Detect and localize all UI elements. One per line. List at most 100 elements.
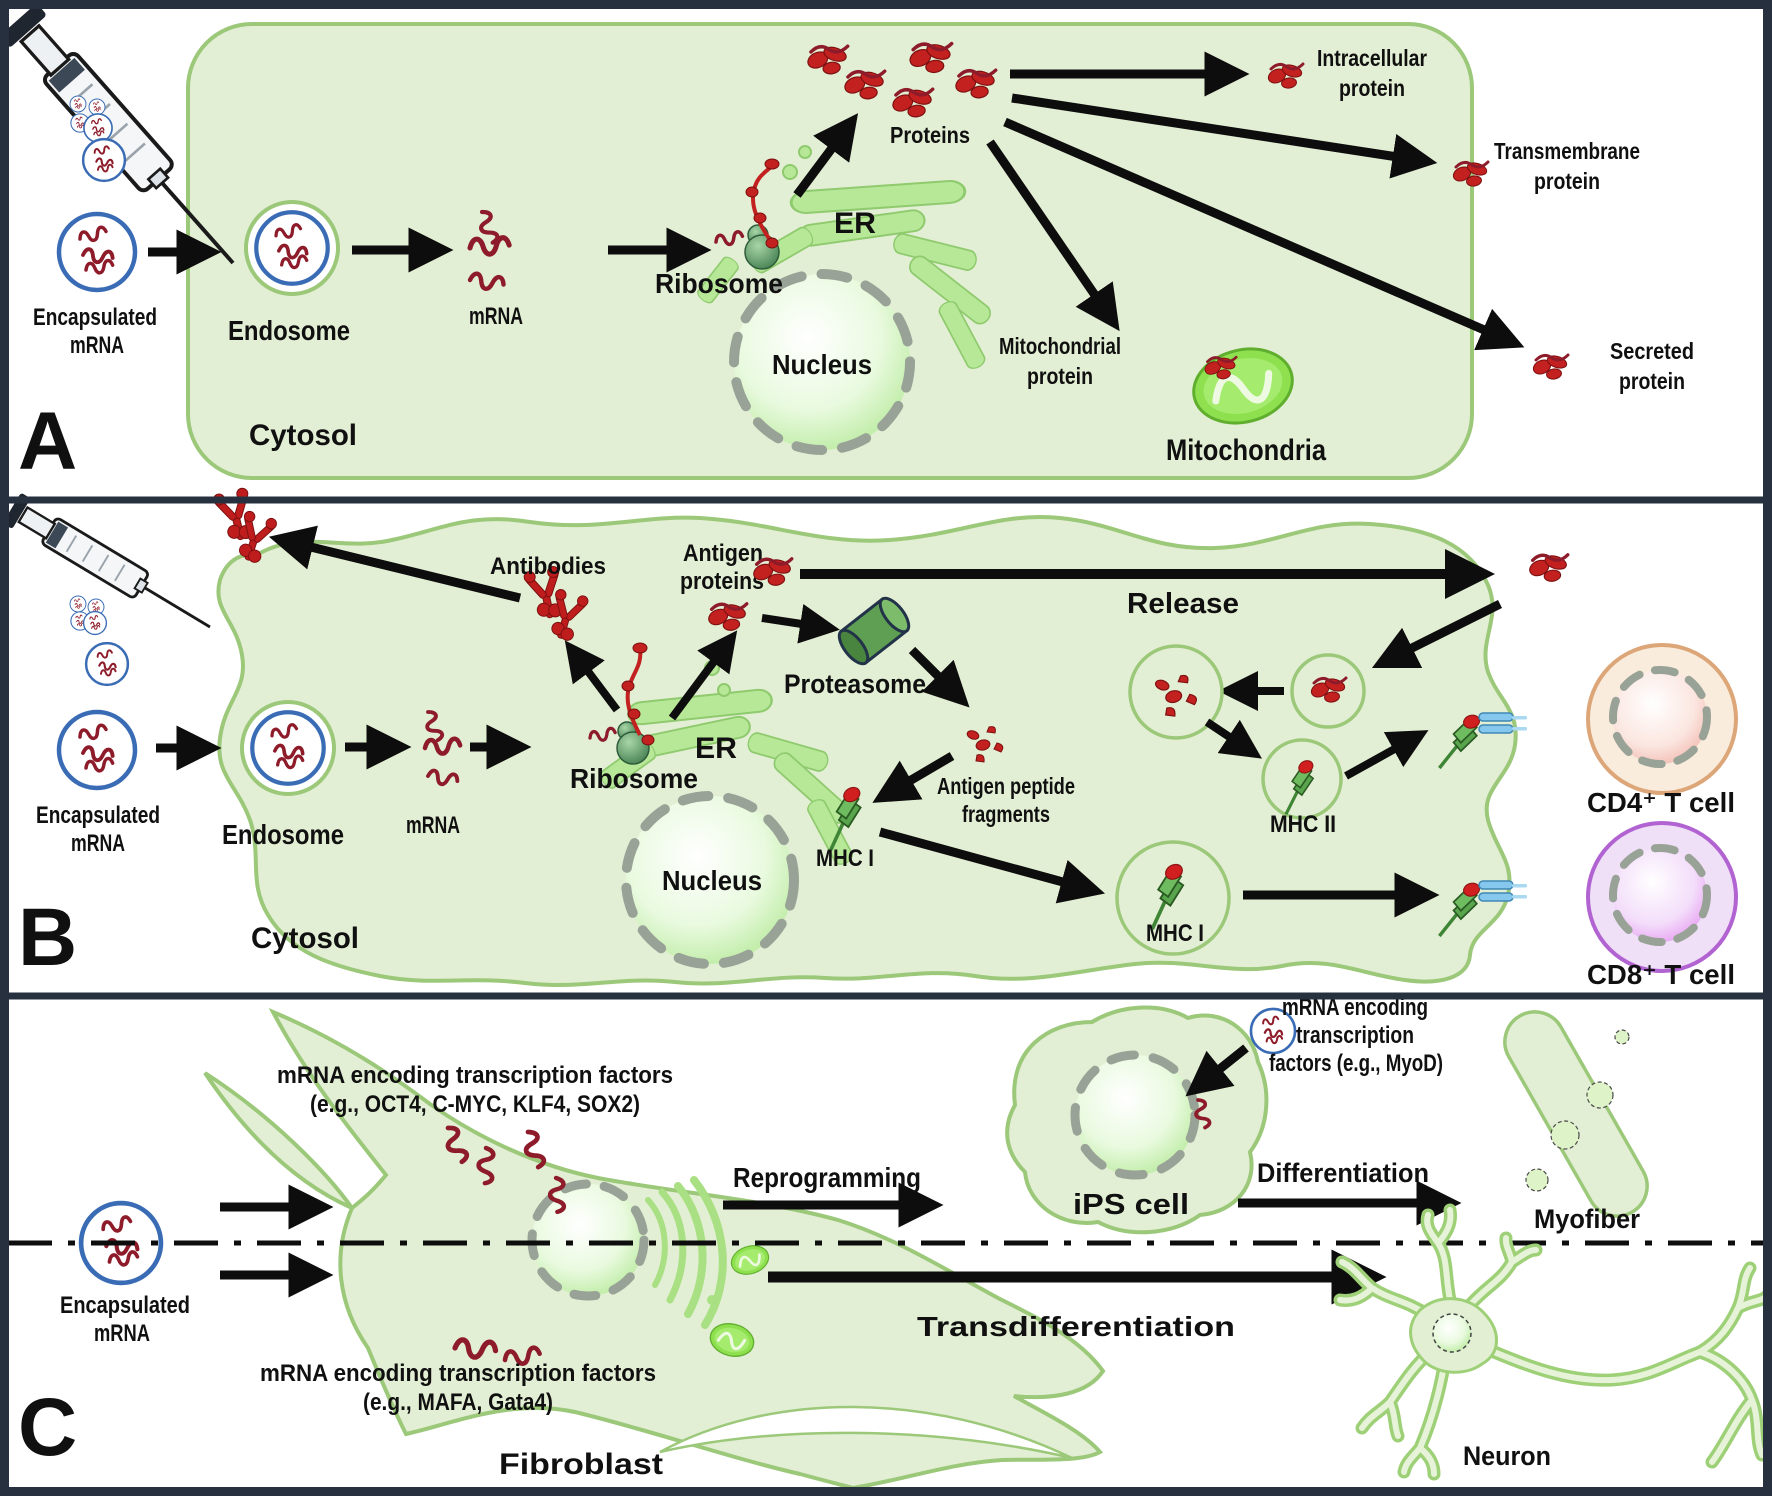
label-secreted-2: protein <box>1619 368 1685 394</box>
label-transdifferentiation: Transdifferentiation <box>917 1311 1235 1342</box>
arrow-antibody-exit <box>268 525 522 603</box>
panel-a: Encapsulated mRNA Endosome mRNA ER <box>0 1 1694 487</box>
arrow-to-transmembrane <box>1011 93 1438 179</box>
arrow-proteasome-to-fragments <box>908 646 970 708</box>
label-transmembrane-1: Transmembrane <box>1494 138 1640 164</box>
label-differentiation: Differentiation <box>1257 1158 1429 1188</box>
secreted-protein-icon <box>1529 352 1570 382</box>
arrow-mhc1-to-vesicle <box>878 827 1106 904</box>
encapsulated-mrna-icon-b <box>59 712 135 788</box>
label-nucleus-b: Nucleus <box>662 865 762 896</box>
nucleus-a <box>729 269 915 455</box>
label-antigen-1: Antigen <box>683 540 763 567</box>
encapsulated-mrna-icon-a <box>59 214 135 290</box>
panel-letter-b: B <box>18 892 77 983</box>
nucleus-b <box>621 791 799 969</box>
label-nucleus-a: Nucleus <box>772 349 872 380</box>
label-release: Release <box>1127 588 1239 620</box>
label-er-a: ER <box>834 207 876 240</box>
label-neuron: Neuron <box>1463 1441 1551 1471</box>
label-endosome-a: Endosome <box>228 315 350 346</box>
label-mhc2: MHC II <box>1270 811 1336 838</box>
arrow-fragments-to-mhc2 <box>1204 718 1262 759</box>
label-mitochondria: Mitochondria <box>1166 434 1326 467</box>
label-transmembrane-2: protein <box>1534 168 1600 194</box>
label-endosome-b: Endosome <box>222 819 344 850</box>
label-fragments-2: fragments <box>962 801 1050 827</box>
arrow-to-secreted <box>1003 117 1525 351</box>
label-mhc1-vesicle: MHC I <box>1146 920 1204 947</box>
label-mhc1-er: MHC I <box>816 845 874 872</box>
label-encapsulated-b2: mRNA <box>71 830 125 857</box>
label-fibroblast: Fibroblast <box>499 1448 663 1481</box>
arrow-er-to-proteins-a <box>793 113 859 198</box>
label-ribosome-a: Ribosome <box>655 268 783 299</box>
label-tf-bottom-1: mRNA encoding transcription factors <box>260 1360 656 1387</box>
ips-nucleus <box>1070 1050 1200 1180</box>
neuron-nucleus <box>1432 1313 1472 1353</box>
label-ips: iPS cell <box>1073 1189 1189 1221</box>
endosome-icon-a <box>246 202 338 294</box>
arrow-ribosome-to-antibody <box>564 640 621 713</box>
panel-letter-c: C <box>18 1382 77 1473</box>
fibroblast-nucleus <box>527 1179 649 1301</box>
er-icon-a <box>694 145 995 372</box>
label-tf-bottom-2: (e.g., MAFA, Gata4) <box>363 1389 553 1416</box>
label-mitochondrial-1: Mitochondrial <box>999 333 1121 359</box>
fibroblast-body <box>203 1008 1106 1491</box>
label-myod-2: transcription <box>1296 1022 1414 1049</box>
released-protein-icon <box>1525 551 1570 584</box>
myofiber-cell <box>1503 1010 1649 1218</box>
arrow-myod-lnp <box>1185 1044 1249 1097</box>
arrow-antigen-to-proteasome <box>761 604 840 644</box>
arrow-to-mitochondria <box>986 139 1120 332</box>
nascent-protein-a <box>745 158 780 249</box>
label-myod-3: factors (e.g., MyoD) <box>1269 1050 1443 1077</box>
panel-letter-a: A <box>18 396 77 487</box>
label-er-b: ER <box>695 732 737 765</box>
fibroblast-notch <box>659 1405 1073 1460</box>
label-ribosome-b: Ribosome <box>570 763 698 794</box>
label-secreted-1: Secreted <box>1610 338 1694 364</box>
label-proteins-a: Proteins <box>890 122 970 148</box>
label-tf-top-2: (e.g., OCT4, C-MYC, KLF4, SOX2) <box>310 1091 640 1118</box>
neuron-cell <box>1333 1203 1772 1481</box>
label-intracellular-1: Intracellular <box>1317 45 1427 71</box>
label-cytosol-a: Cytosol <box>249 419 357 452</box>
ribosome-icon-b <box>587 721 650 765</box>
label-encapsulated-b1: Encapsulated <box>36 802 160 829</box>
label-mrna-b: mRNA <box>406 812 460 839</box>
label-proteasome: Proteasome <box>784 669 926 699</box>
label-encapsulated-a1: Encapsulated <box>33 304 157 331</box>
panel-c: Encapsulated mRNA mRNA encoding transcri… <box>8 994 1772 1491</box>
label-cd4: CD4⁺ T cell <box>1587 787 1735 818</box>
syringe-icon-b <box>1 491 221 644</box>
label-myofiber: Myofiber <box>1534 1204 1640 1234</box>
label-encapsulated-a2: mRNA <box>70 332 124 359</box>
cd8-t-cell <box>1586 821 1738 973</box>
endosome-icon-b <box>242 702 334 794</box>
label-tf-top-1: mRNA encoding transcription factors <box>277 1062 673 1089</box>
label-mitochondrial-2: protein <box>1027 363 1093 389</box>
arrow-ribosome-to-antigen <box>668 630 738 721</box>
lnp-particles-b <box>70 596 128 685</box>
label-encapsulated-c2: mRNA <box>94 1320 150 1347</box>
label-intracellular-2: protein <box>1339 75 1405 101</box>
arrow-mhc2-to-membrane <box>1344 730 1429 780</box>
label-cytosol-b: Cytosol <box>251 922 359 955</box>
label-mrna-a: mRNA <box>469 303 523 330</box>
arrow-reentry <box>1371 599 1503 669</box>
label-reprogramming: Reprogramming <box>733 1162 921 1193</box>
cd4-t-cell <box>1586 643 1738 795</box>
label-encapsulated-c1: Encapsulated <box>60 1292 190 1319</box>
nascent-protein-b <box>621 642 655 746</box>
label-cd8: CD8⁺ T cell <box>1587 959 1735 990</box>
panel-b: Encapsulated mRNA Endosome mRNA ER <box>1 486 1738 990</box>
label-antibodies: Antibodies <box>490 553 606 580</box>
label-antigen-2: proteins <box>680 568 764 595</box>
label-fragments-1: Antigen peptide <box>937 773 1075 799</box>
proteasome-icon <box>837 596 911 666</box>
